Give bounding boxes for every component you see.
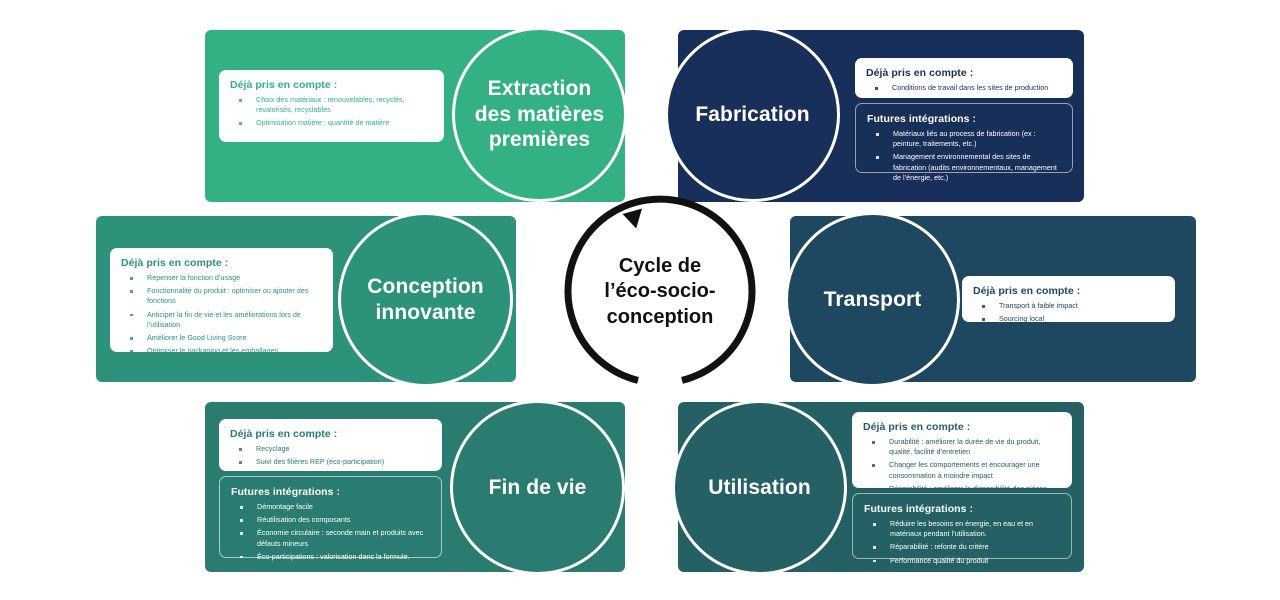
stage-circle-label: Transport [812,287,934,313]
card-utilisation-deja-pris-en-compte: Déjà pris en compte : Durabilité : améli… [852,412,1072,503]
bullet-list: Durabilité : améliorer la durée de vie d… [863,437,1061,504]
title-line: innovante [375,300,476,324]
title-line: Extraction [487,77,592,101]
card-heading: Futures intégrations : [231,486,341,498]
bullet-item: Démontage facile [231,502,430,512]
bullet-item: Anticiper la fin de vie et les améliorat… [121,310,322,330]
bullet-item: Optimisation matière : quantité de matiè… [230,118,433,128]
card-extraction-deja-pris-en-compte: Déjà pris en compte : Choix des matériau… [219,70,444,142]
title-line: Transport [823,287,922,311]
card-transport-deja-pris-en-compte: Déjà pris en compte : Transport à faible… [962,276,1175,324]
card-utilisation-futures-integrations: Futures intégrations : Réduire les besoi… [852,493,1072,565]
bullet-list: Choix des matériaux : renouvelables, rec… [230,95,433,129]
stage-circle-label: Fabrication [683,102,821,128]
bullet-item: Éco-participations : valorisation dans l… [231,552,430,562]
bullet-item: Repenser la fonction d’usage [121,273,322,283]
card-heading: Déjà pris en compte : [866,67,974,79]
bullet-item: Optimiser le packaging et les emballages [121,346,322,356]
card-heading: Déjà pris en compte : [230,428,338,440]
stage-circle-transport[interactable]: Transport [785,212,960,387]
card-fabrication-futures-integrations: Futures intégrations : Matériaux liés au… [855,103,1073,182]
bullet-item: Réparabilité : refonte du critère [864,542,1060,552]
title-line: Fabrication [695,102,810,126]
bullet-item: Réutilisation des composants [231,515,430,525]
bullet-item: Matériaux liés au process de fabrication… [867,129,1061,149]
bullet-item: Économie circulaire : seconde main et pr… [231,528,430,548]
title-line: des matières [474,102,605,126]
card-heading: Déjà pris en compte : [973,285,1081,297]
bullet-item: Fonctionnalité du produit : optimiser ou… [121,286,322,306]
bullet-list: Conditions de travail dans les sites de … [866,83,1062,93]
bullet-item: Réduire les besoins en énergie, en eau e… [864,519,1060,539]
title-line: Conception [367,274,484,298]
bullet-item: Choix des matériaux : renouvelables, rec… [230,95,433,115]
card-heading: Futures intégrations : [867,113,977,125]
bullet-item: Améliorer le Good Living Score [121,333,322,343]
stage-circle-label: Fin de vie [477,475,599,501]
stage-circle-label: Utilisation [696,475,823,501]
stage-circle-fin-de-vie[interactable]: Fin de vie [450,400,625,575]
card-heading: Déjà pris en compte : [863,421,971,433]
bullet-list: Réduire les besoins en énergie, en eau e… [864,519,1060,566]
card-heading: Déjà pris en compte : [230,79,338,91]
bullet-item: Sourcing local [973,314,1164,324]
bullet-item: Performance qualité du produit [864,556,1060,566]
title-line: premières [488,128,591,152]
bullet-item: Réparabilité : améliorer la disponibilit… [863,484,1061,504]
card-heading: Futures intégrations : [864,503,974,515]
title-line: Fin de vie [488,475,587,499]
bullet-item: Suivi des filières REP (éco-participatio… [230,457,431,467]
stage-circle-utilisation[interactable]: Utilisation [672,400,847,575]
bullet-item: Durabilité : améliorer la durée de vie d… [863,437,1061,457]
bullet-item: Changer les comportements et encourager … [863,460,1061,480]
bullet-list: Matériaux liés au process de fabrication… [867,129,1061,183]
bullet-item: Management environnemental des sites de … [867,152,1061,183]
bullet-item: Conditions de travail dans les sites de … [866,83,1062,93]
card-conception-deja-pris-en-compte: Déjà pris en compte : Repenser la foncti… [110,248,333,355]
stage-circle-fabrication[interactable]: Fabrication [665,27,840,202]
card-heading: Déjà pris en compte : [121,257,229,269]
bullet-item: Recyclage [230,444,431,454]
cycle-arrow-icon [564,195,756,388]
bullet-item: Transport à faible impact [973,301,1164,311]
card-fabrication-deja-pris-en-compte: Déjà pris en compte : Conditions de trav… [855,58,1073,98]
title-line: Utilisation [708,475,811,499]
